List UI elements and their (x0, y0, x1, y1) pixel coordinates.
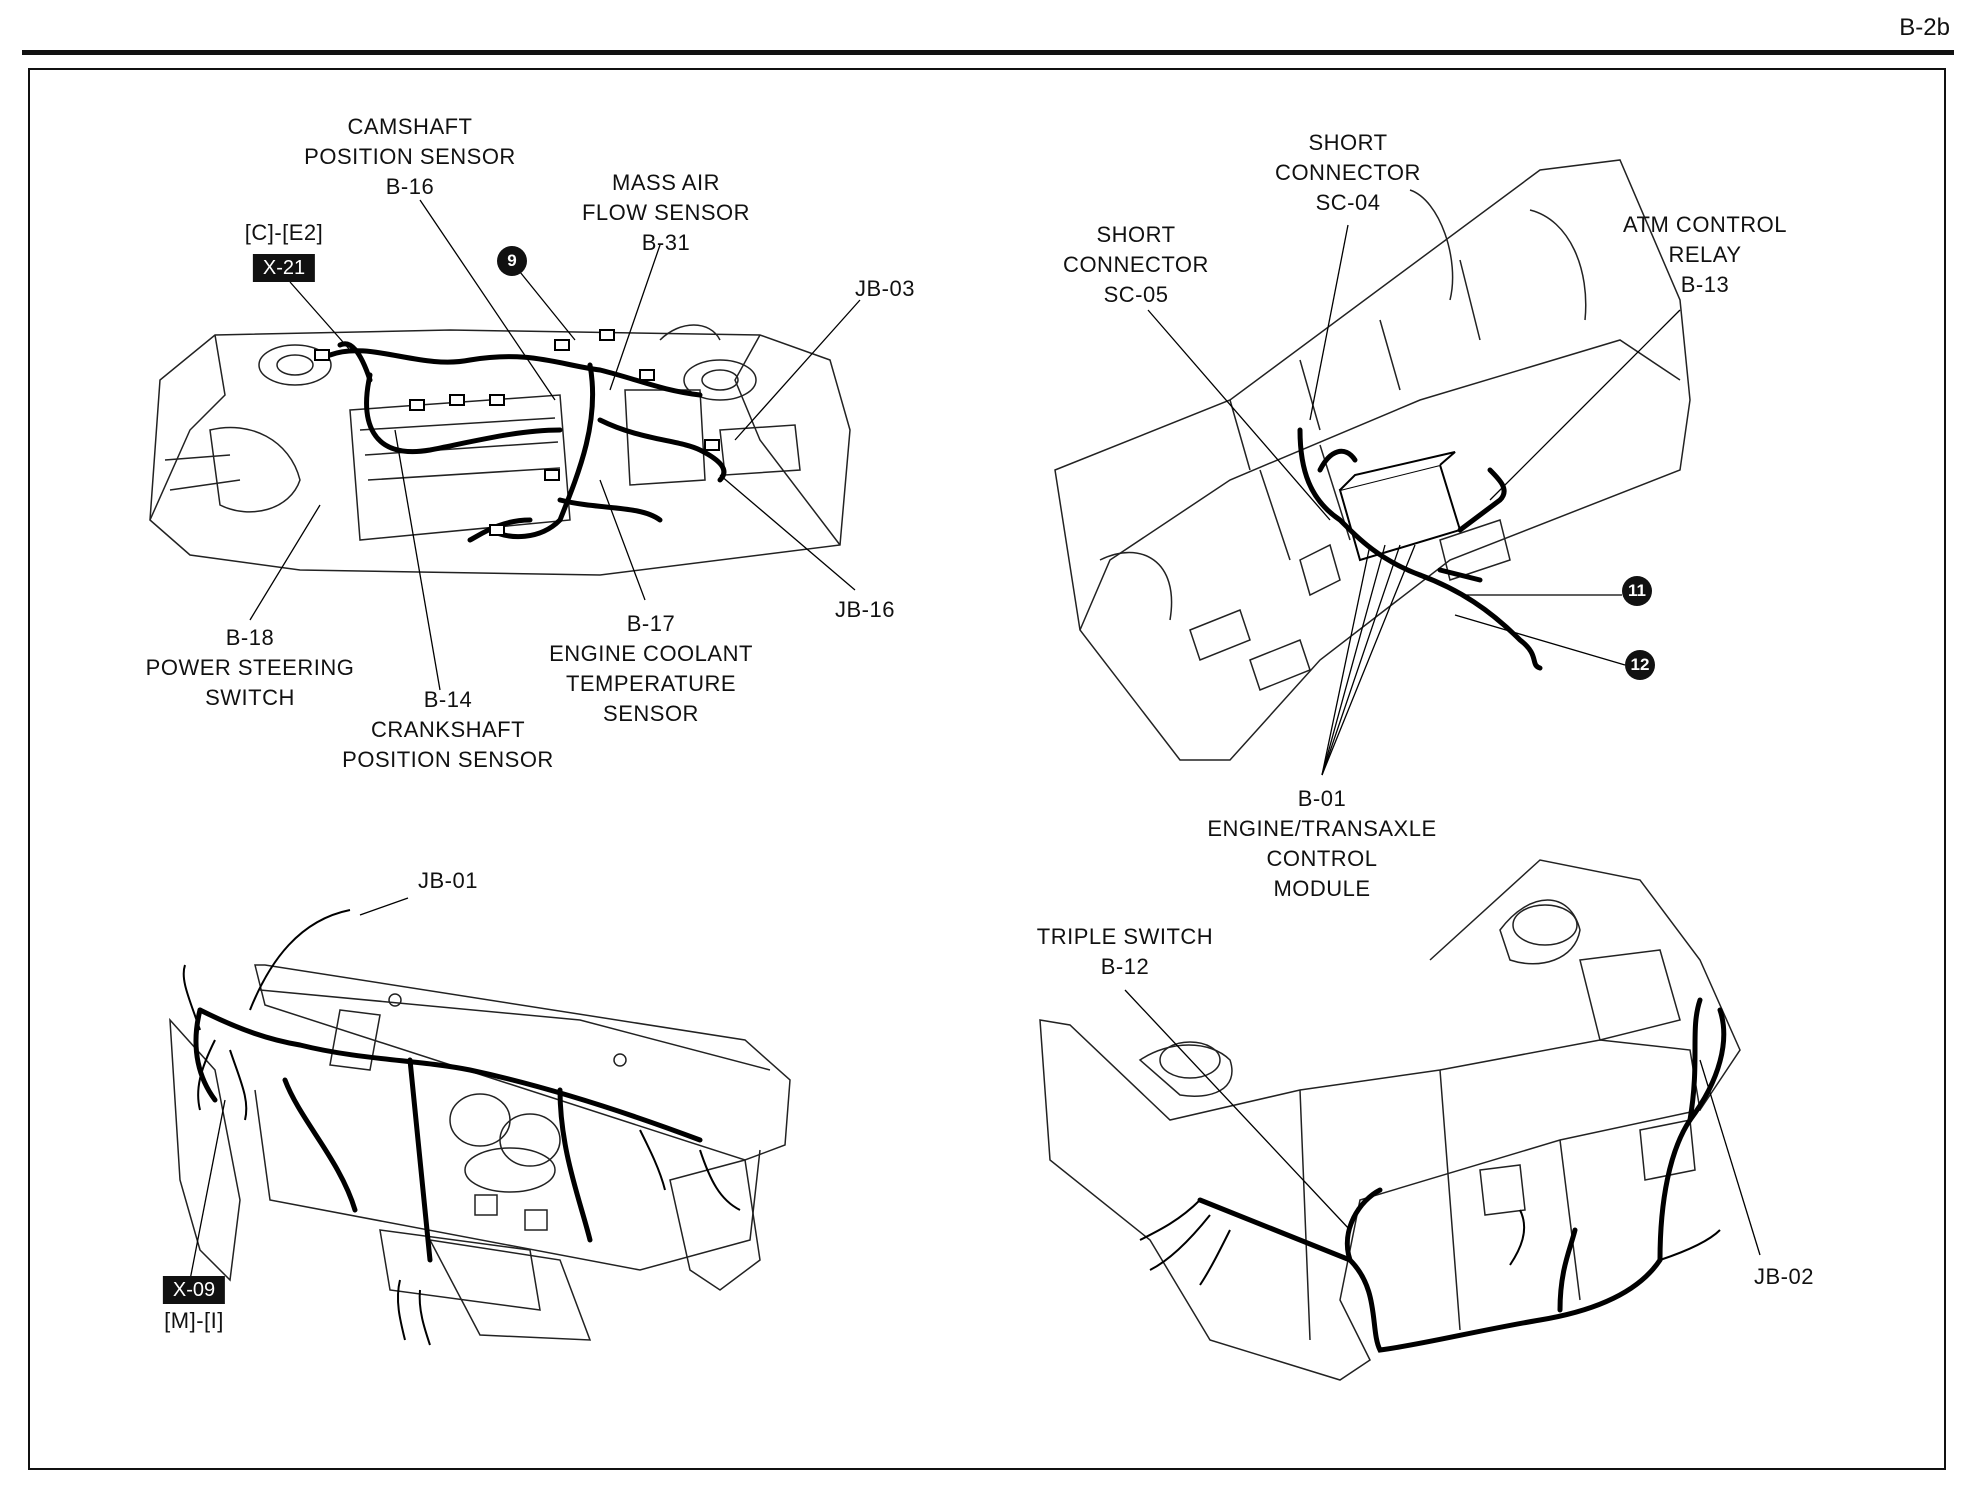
dashboard-pigtails (182, 909, 741, 1346)
x09-reference-label: [M]-[I] (164, 1308, 224, 1333)
front-end-harness (1197, 997, 1727, 1353)
dashboard-leaders (189, 897, 409, 1281)
power-steering-switch-label: B-18 POWER STEERING SWITCH (145, 625, 355, 710)
front-end-illustration (1039, 859, 1741, 1381)
camshaft-position-sensor-label: CAMSHAFT POSITION SENSOR B-16 (304, 114, 516, 199)
engine-bay-leaders (249, 199, 861, 691)
engine-transaxle-control-module-label: B-01 ENGINE/TRANSAXLE CONTROL MODULE (1207, 786, 1437, 901)
jb02-label: JB-02 (1754, 1264, 1814, 1289)
short-connector-sc05-label: SHORT CONNECTOR SC-05 (1063, 222, 1209, 307)
dashboard-illustration (169, 964, 791, 1341)
top-rule (22, 50, 1954, 55)
front-end-leaders (1124, 989, 1761, 1256)
firewall-illustration (1054, 159, 1691, 761)
firewall-harness (1297, 427, 1543, 671)
callout-badge-9: 9 (497, 246, 527, 276)
front-end-pigtails (1139, 1199, 1721, 1286)
firewall-leaders (1147, 224, 1681, 776)
jb01-label: JB-01 (418, 868, 478, 893)
atm-control-relay-label: ATM CONTROL RELAY B-13 (1623, 212, 1787, 297)
short-connector-sc04-label: SHORT CONNECTOR SC-04 (1275, 130, 1421, 215)
engine-bay-illustration (149, 324, 851, 576)
page-id: B-2b (1899, 14, 1950, 41)
triple-switch-label: TRIPLE SWITCH B-12 (1036, 924, 1214, 979)
callout-badge-12: 12 (1625, 650, 1655, 680)
ecu-module (1338, 451, 1462, 562)
engine-bay-harness (327, 341, 727, 543)
x21-reference-label: [C]-[E2] (244, 220, 324, 245)
crankshaft-position-sensor-label: B-14 CRANKSHAFT POSITION SENSOR (342, 687, 554, 772)
mass-air-flow-sensor-label: MASS AIR FLOW SENSOR B-31 (581, 170, 751, 255)
callout-badge-11: 11 (1622, 576, 1652, 606)
engine-coolant-temperature-sensor-label: B-17 ENGINE COOLANT TEMPERATURE SENSOR (549, 611, 753, 726)
jb03-label: JB-03 (855, 276, 915, 301)
x09-tag: X-09 (162, 1276, 226, 1304)
dashboard-harness (193, 1007, 703, 1263)
jb16-label: JB-16 (835, 597, 895, 622)
x21-tag: X-21 (252, 254, 316, 282)
engine-bay-connectors (314, 329, 720, 536)
diagram-frame (28, 68, 1946, 1470)
